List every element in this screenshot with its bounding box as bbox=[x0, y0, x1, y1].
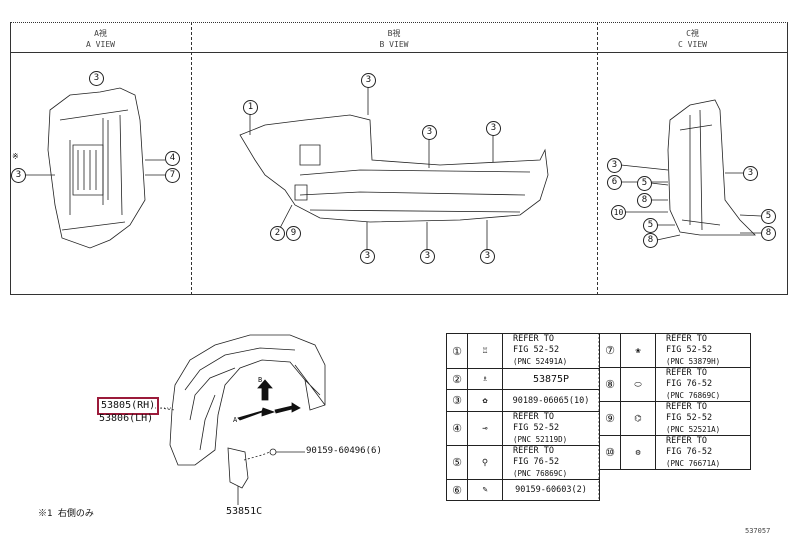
screw-icon: ✎ bbox=[467, 479, 503, 501]
view-title-en: C VIEW bbox=[678, 40, 707, 49]
clip-icon: ⊸ bbox=[467, 411, 503, 446]
bolt-icon: ♖ bbox=[467, 333, 503, 369]
callout-10: 10 bbox=[611, 205, 626, 220]
arrow-b-label: B bbox=[258, 376, 263, 384]
legend-num: ⑦ bbox=[599, 333, 621, 368]
callout-note-mark: ※ bbox=[12, 152, 19, 161]
views-frame bbox=[10, 22, 788, 295]
clip-icon: ♗ bbox=[467, 368, 503, 390]
callout-1: 1 bbox=[243, 100, 258, 115]
legend-entry-6[interactable]: 90159-60603(2) bbox=[502, 479, 600, 501]
figure-id: 537057 bbox=[745, 527, 771, 535]
part-53805-rh-link[interactable]: 53805(RH) bbox=[97, 397, 160, 415]
clip-icon: ⚲ bbox=[467, 445, 503, 480]
view-title-en: A VIEW bbox=[86, 40, 115, 49]
legend-num: ⑩ bbox=[599, 435, 621, 470]
clip-icon: ⚙ bbox=[620, 435, 656, 470]
header-c-view: C視 C VIEW bbox=[597, 28, 788, 50]
screw-icon: ✿ bbox=[467, 389, 503, 412]
legend-entry-2[interactable]: 53875P bbox=[502, 368, 600, 390]
b-view-drawing bbox=[239, 87, 549, 250]
callout-3: 3 bbox=[360, 249, 375, 264]
clip-icon: ⌬ bbox=[620, 401, 656, 436]
callout-8: 8 bbox=[761, 226, 776, 241]
legend-num: ⑥ bbox=[446, 479, 468, 501]
view-title-jp: A視 bbox=[94, 29, 107, 38]
footnote: ※1 右側のみ bbox=[38, 509, 94, 519]
legend-num: ⑨ bbox=[599, 401, 621, 436]
a-view-drawing bbox=[25, 87, 165, 249]
header-divider bbox=[10, 52, 788, 53]
view-divider bbox=[191, 22, 192, 295]
callout-8: 8 bbox=[637, 193, 652, 208]
legend-entry-3[interactable]: 90189-06065(10) bbox=[502, 389, 600, 412]
part-53851c-label: 53851C bbox=[226, 506, 263, 517]
fender-liner-drawing bbox=[159, 334, 326, 466]
callout-2: 2 bbox=[270, 226, 285, 241]
callout-3: 3 bbox=[486, 121, 501, 136]
header-a-view: A視 A VIEW bbox=[10, 28, 191, 50]
view-title-en: B VIEW bbox=[379, 40, 409, 49]
clip-icon: ❀ bbox=[620, 333, 656, 368]
legend-num: ③ bbox=[446, 389, 468, 412]
callout-6: 6 bbox=[607, 175, 622, 190]
callout-3: 3 bbox=[89, 71, 104, 86]
callout-5: 5 bbox=[643, 218, 658, 233]
legend-num: ⑧ bbox=[599, 367, 621, 402]
callout-5: 5 bbox=[761, 209, 776, 224]
c-view-drawing bbox=[620, 99, 762, 241]
header-b-view: B視 B VIEW bbox=[191, 28, 597, 50]
callout-3: 3 bbox=[361, 73, 376, 88]
callout-3: 3 bbox=[11, 168, 26, 183]
view-arrows bbox=[237, 379, 301, 421]
callout-3: 3 bbox=[422, 125, 437, 140]
callout-3: 3 bbox=[480, 249, 495, 264]
legend-num: ⑤ bbox=[446, 445, 468, 480]
view-title-jp: B視 bbox=[387, 29, 401, 38]
view-title-jp: C視 bbox=[686, 29, 699, 38]
callout-8: 8 bbox=[643, 233, 658, 248]
arrow-a-label: A bbox=[233, 416, 238, 424]
legend-num: ④ bbox=[446, 411, 468, 446]
callout-9: 9 bbox=[286, 226, 301, 241]
callout-3: 3 bbox=[743, 166, 758, 181]
legend-num: ① bbox=[446, 333, 468, 369]
callout-3: 3 bbox=[607, 158, 622, 173]
part-53806-lh-label: 53806(LH) bbox=[99, 413, 154, 424]
callout-5: 5 bbox=[637, 176, 652, 191]
callout-4: 4 bbox=[165, 151, 180, 166]
legend-num: ② bbox=[446, 368, 468, 390]
callout-7: 7 bbox=[165, 168, 180, 183]
plate-drawing bbox=[227, 447, 305, 505]
clip-icon: ⬭ bbox=[620, 367, 656, 402]
part-screw-label: 90159-60496(6) bbox=[306, 446, 382, 456]
callout-3: 3 bbox=[420, 249, 435, 264]
view-divider bbox=[597, 22, 598, 295]
